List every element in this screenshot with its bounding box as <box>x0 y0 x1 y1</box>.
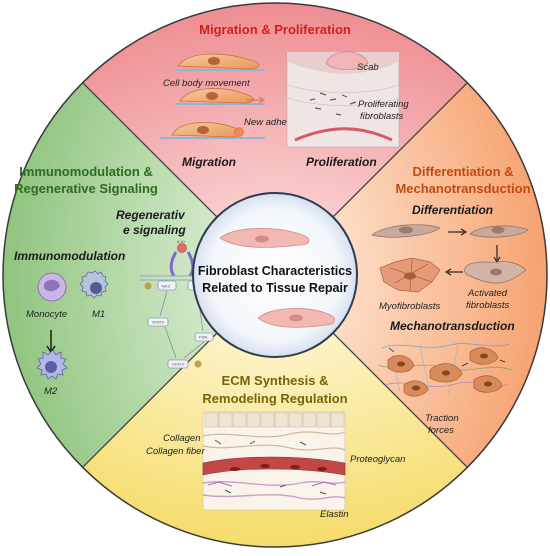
ecm-tissue-illustration <box>202 411 346 511</box>
mechanotransduction-network <box>377 343 513 397</box>
center-title-line1: Fibroblast Characteristics <box>198 264 352 278</box>
migration-title: Migration & Proliferation <box>199 22 351 37</box>
mechanotransduction-subtitle: Mechanotransduction <box>390 319 515 333</box>
proliferation-subtitle: Proliferation <box>306 155 377 169</box>
ecm-title-1: ECM Synthesis & <box>222 373 329 388</box>
macrophage-cells <box>36 270 109 380</box>
svg-text:TyK2: TyK2 <box>161 284 171 289</box>
ecm-title-2: Remodeling Regulation <box>202 391 347 406</box>
ecm-sector <box>82 275 468 547</box>
traction-label-2: forces <box>428 425 454 436</box>
immuno-title-1: Immunomodulation & <box>19 164 153 179</box>
center-title-line2: Related to Tissue Repair <box>202 281 348 295</box>
migration-subtitle: Migration <box>182 155 236 169</box>
new-adhesion-label: New adhesion <box>244 117 304 128</box>
proliferating-label-1: Proliferating <box>358 99 409 110</box>
svg-text:IL10: IL10 <box>177 239 186 244</box>
proliferating-label-2: fibroblasts <box>360 111 404 122</box>
traction-label-1: Traction <box>425 413 459 424</box>
collagen-fiber-label: Collagen fiber <box>146 446 205 457</box>
regenerative-subtitle-2: e signaling <box>123 223 186 237</box>
outer-ring <box>2 2 548 548</box>
proteoglycan-label: Proteoglycan <box>350 454 405 465</box>
regenerative-subtitle-1: Regenerativ <box>116 208 186 222</box>
elastin-label: Elastin <box>320 509 349 520</box>
immuno-sector <box>3 82 275 468</box>
activated-label-2: fibroblasts <box>466 300 510 311</box>
m1-label: M1 <box>92 309 105 320</box>
skin-tissue-illustration <box>286 51 400 148</box>
svg-text:STAT3: STAT3 <box>172 362 185 367</box>
scab-label: Scab <box>357 62 379 73</box>
monocyte-label: Monocyte <box>26 309 67 320</box>
differentiation-subtitle: Differentiation <box>412 203 493 217</box>
differentiation-title-2: Mechanotransduction <box>395 181 530 196</box>
migrating-cells <box>160 53 266 139</box>
immuno-title-2: Regenerative Signaling <box>14 181 158 196</box>
myofibroblasts-label: Myofibroblasts <box>379 301 440 312</box>
differentiation-cells <box>371 224 529 293</box>
cell-body-movement-label: Cell body movement <box>163 78 250 89</box>
svg-text:PI3K: PI3K <box>199 335 208 340</box>
svg-text:STAT3: STAT3 <box>152 320 165 325</box>
center-fibroblasts <box>219 228 335 328</box>
m2-label: M2 <box>44 386 58 397</box>
collagen-label: Collagen <box>163 433 201 444</box>
immunomodulation-subtitle: Immunomodulation <box>14 249 125 263</box>
differentiation-title-1: Differentiation & <box>412 164 513 179</box>
activated-label-1: Activated <box>467 288 508 299</box>
